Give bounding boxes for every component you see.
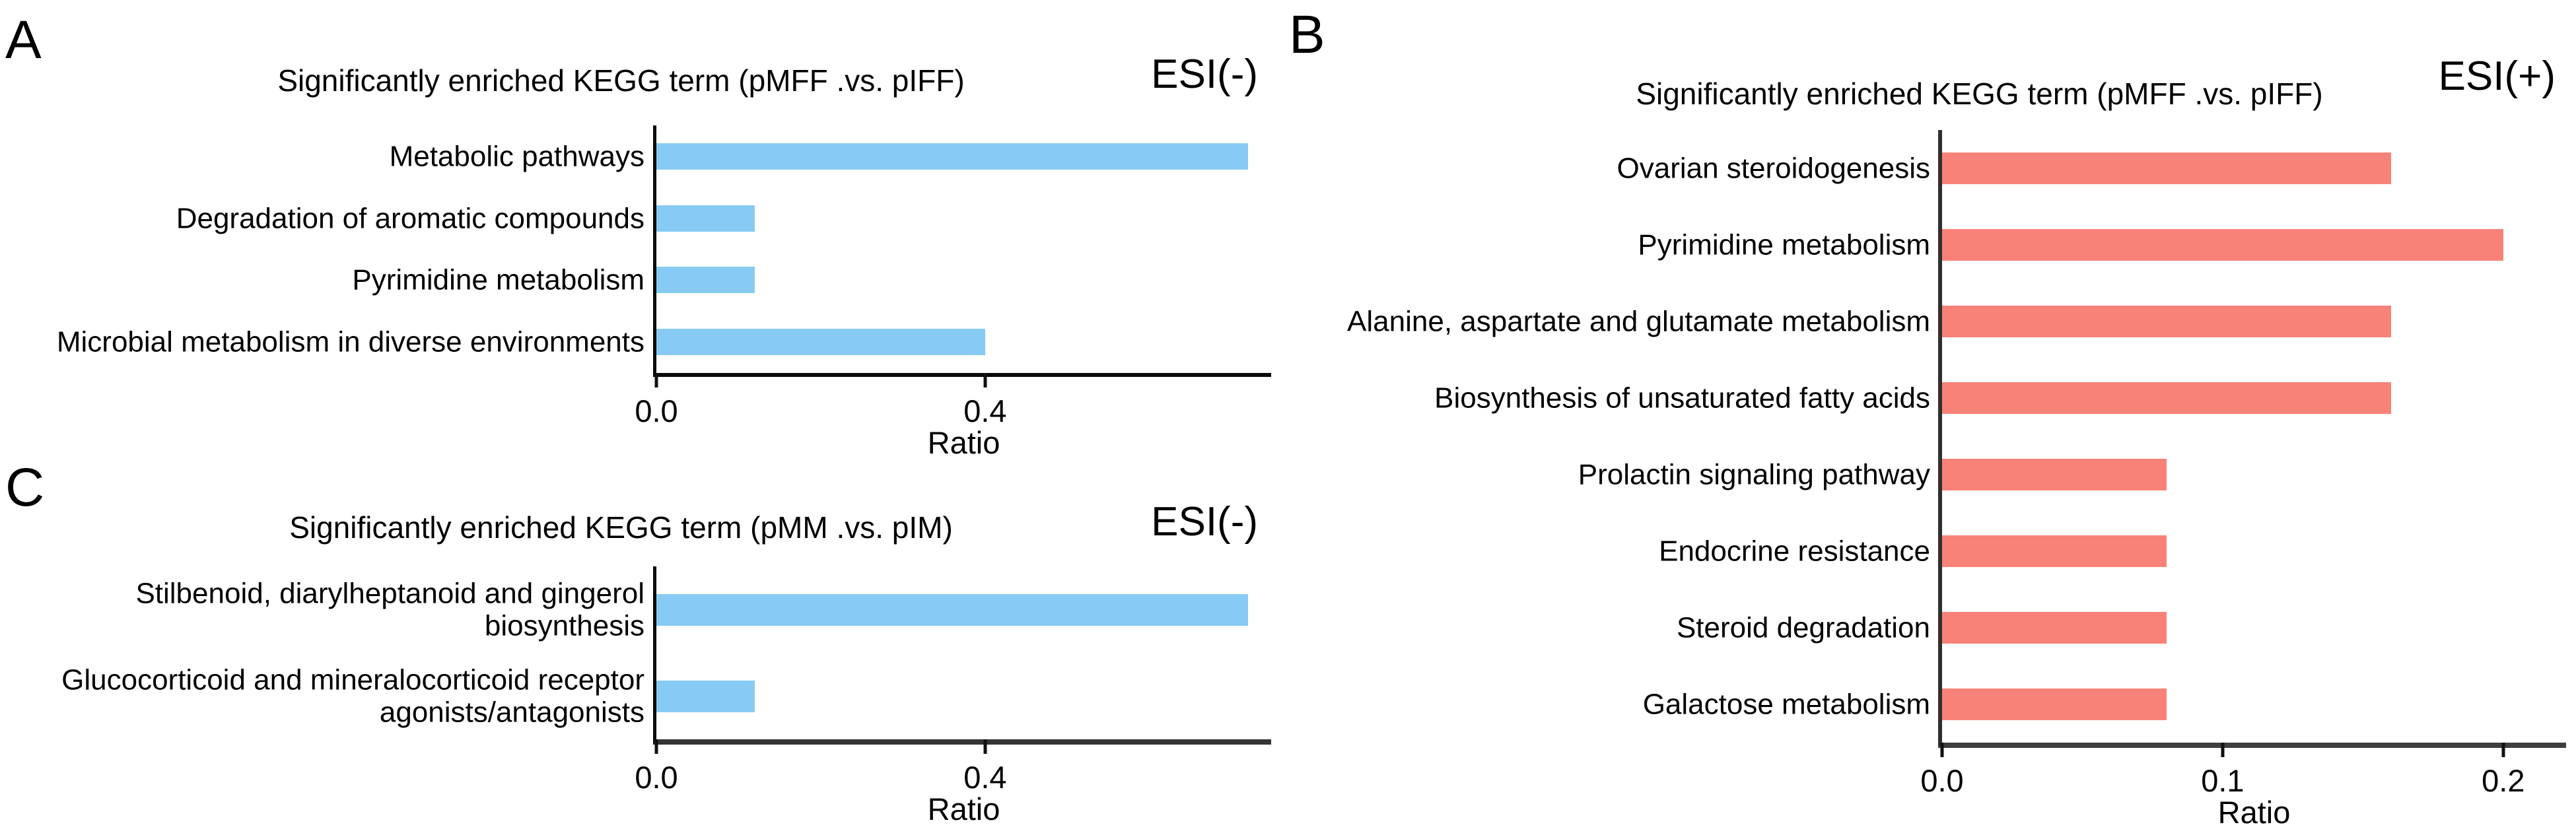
panel-b-title: Significantly enriched KEGG term (pMFF .… (1636, 77, 2323, 111)
category-label: Ovarian steroidogenesis (1617, 152, 1930, 185)
category-label: Steroid degradation (1676, 611, 1930, 644)
bar (1942, 152, 2391, 184)
category-label: Microbial metabolism in diverse environm… (56, 325, 644, 358)
category-label: Metabolic pathways (389, 140, 644, 173)
panel-letter-a: A (5, 10, 42, 70)
bar (656, 593, 1249, 626)
x-axis-tick-label: 0.0 (1920, 763, 1964, 798)
x-axis-tick-label: 0.1 (2201, 763, 2245, 798)
x-axis-tick (654, 739, 658, 754)
bar (1942, 459, 2167, 490)
panel-c-esi-mode-label: ESI(-) (1151, 499, 1258, 545)
panel-letter-b: B (1289, 5, 1325, 65)
bar (656, 205, 755, 232)
x-axis-tick-label: 0.0 (635, 393, 678, 428)
bar (656, 143, 1249, 170)
bar (1942, 612, 2167, 644)
panel-c-bars (656, 566, 1271, 739)
panel-c-category-labels: Stilbenoid, diarylheptanoid and gingerol… (30, 566, 644, 739)
category-label: Endocrine resistance (1659, 535, 1930, 568)
category-label: Biosynthesis of unsaturated fatty acids (1434, 382, 1930, 415)
category-label: Alanine, aspartate and glutamate metabol… (1347, 305, 1930, 338)
x-axis-tick (1940, 743, 1944, 757)
bar (1942, 382, 2391, 414)
panel-letter-c: C (5, 457, 45, 518)
panel-c-x-axis-label: Ratio (927, 791, 1000, 826)
bar (656, 329, 985, 356)
bar (1942, 229, 2503, 261)
bar (1942, 306, 2391, 337)
category-label: Stilbenoid, diarylheptanoid and gingerol… (135, 577, 644, 642)
category-label: Glucocorticoid and mineralocorticoid rec… (61, 663, 644, 729)
x-axis-tick (983, 373, 987, 387)
panel-c-plot-area: Stilbenoid, diarylheptanoid and gingerol… (61, 566, 1271, 826)
category-label: Prolactin signaling pathway (1578, 458, 1930, 491)
x-axis-tick-label: 0.4 (963, 393, 1007, 428)
panel-c-title: Significantly enriched KEGG term (pMM .v… (289, 510, 953, 545)
bar (1942, 688, 2167, 720)
x-axis-tick-label: 0.4 (963, 760, 1007, 795)
panel-b-bars (1942, 130, 2566, 743)
category-label: Degradation of aromatic compounds (176, 201, 644, 234)
x-axis-tick (654, 373, 658, 387)
panel-b-esi-mode-label: ESI(+) (2438, 53, 2556, 99)
x-axis-tick-label: 0.0 (635, 760, 678, 795)
panel-a-title: Significantly enriched KEGG term (pMFF .… (277, 63, 965, 98)
bar (656, 267, 755, 294)
bar (1942, 535, 2167, 567)
bar (656, 680, 755, 712)
category-label: Galactose metabolism (1642, 688, 1930, 721)
panel-b-x-axis-label: Ratio (2217, 795, 2291, 830)
category-label: Pyrimidine metabolism (352, 263, 644, 296)
panel-a-bars (656, 125, 1271, 373)
panel-a-x-axis-label: Ratio (927, 425, 1000, 460)
x-axis-tick (2221, 743, 2225, 757)
panel-a-esi-mode-label: ESI(-) (1151, 51, 1258, 97)
x-axis-tick (983, 739, 987, 754)
x-axis-tick (2501, 743, 2505, 757)
category-label: Pyrimidine metabolism (1638, 228, 1930, 261)
x-axis-tick-label: 0.2 (2482, 763, 2525, 798)
